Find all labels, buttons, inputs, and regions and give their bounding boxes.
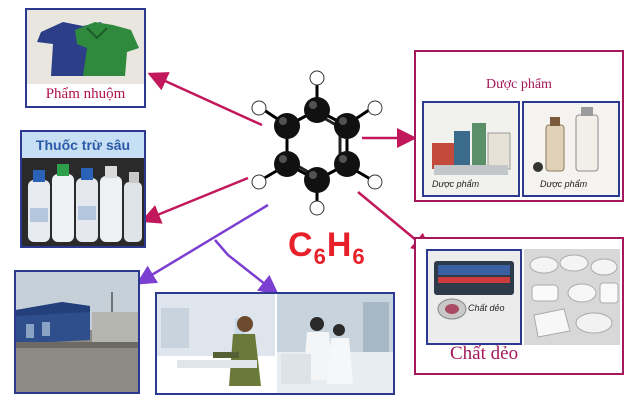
hydrogen-atom [251, 174, 267, 190]
arrow-to-pesticide [140, 176, 249, 224]
hydrogen-atom [309, 70, 325, 86]
hydrogen-atom [251, 100, 267, 116]
pharma-caption-left: Dược phẩm [432, 179, 480, 189]
plastics-caption: Chất dẻo [468, 303, 505, 313]
pesticide-title: Thuốc trừ sâu [22, 132, 144, 158]
pharma-panel: Dược phẩm Dược phẩm Dược phẩm [414, 50, 624, 202]
formula-carbon: C [288, 226, 314, 264]
pesticide-bottles-image [22, 158, 144, 246]
carbon-atom [334, 113, 360, 139]
pharma-label: Dược phẩm [486, 77, 552, 92]
dyes-label: Phẩm nhuộm [45, 86, 126, 102]
carbon-atom [304, 97, 330, 123]
plastics-label: Chất dẻo [450, 343, 519, 364]
pesticide-panel: Thuốc trừ sâu [20, 130, 146, 248]
benzene-molecule [251, 70, 383, 216]
hydrogen-atom [309, 200, 325, 216]
factory-panel [14, 270, 140, 394]
hydrogen-atom [367, 174, 383, 190]
pharma-image-left: Dược phẩm [422, 101, 520, 197]
arrow-to-factory [135, 203, 269, 285]
benzene-formula: C6H6 [288, 226, 366, 270]
plastics-image-right [524, 249, 620, 345]
formula-hydrogen: H [326, 226, 353, 264]
arrow-to-lab [214, 239, 279, 296]
pharma-image-right: Dược phẩm [522, 101, 620, 197]
pharma-caption-right: Dược phẩm [540, 179, 588, 189]
formula-hydrogen-count: 6 [352, 243, 366, 269]
factory-photo [16, 272, 138, 392]
dyes-panel: Phẩm nhuộm [25, 8, 146, 108]
plastics-image-left: Chất dẻo [426, 249, 522, 345]
hydrogen-atom [367, 100, 383, 116]
arrow-to-dyes [147, 72, 263, 127]
lab-photo-left [157, 294, 275, 393]
plastics-panel: Chất dẻo Chất dẻo [414, 237, 624, 375]
lab-photo-right [277, 294, 393, 393]
formula-carbon-count: 6 [313, 243, 327, 269]
dyed-clothes-image [27, 10, 144, 84]
carbon-atom [334, 151, 360, 177]
carbon-atom [274, 113, 300, 139]
carbon-atom [274, 151, 300, 177]
carbon-atom [304, 167, 330, 193]
lab-panel [155, 292, 395, 395]
